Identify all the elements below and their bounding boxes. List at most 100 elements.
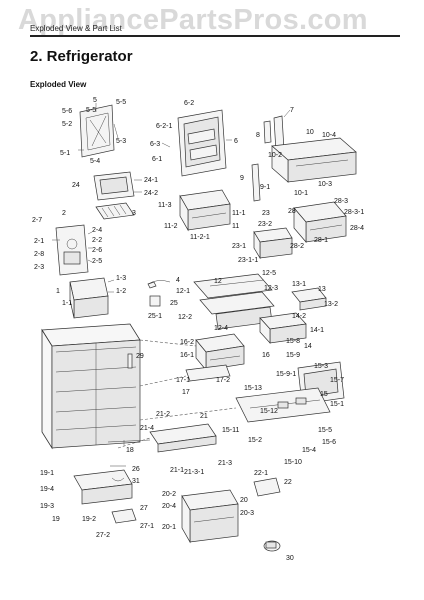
callout: 14-1 xyxy=(310,327,324,334)
callout: 15-9-1 xyxy=(276,371,296,378)
callout: 2-2 xyxy=(92,237,102,244)
cabinet xyxy=(41,323,141,450)
callout: 23-1-1 xyxy=(238,257,258,264)
callout: 10-4 xyxy=(322,132,336,139)
callout: 9-1 xyxy=(260,184,270,191)
callout: 6-3 xyxy=(150,141,160,148)
part-19-cover xyxy=(73,469,133,505)
callout: 13-2 xyxy=(324,301,338,308)
callout: 15-3 xyxy=(314,363,328,370)
part-21-cover xyxy=(149,423,217,453)
callout: 2-8 xyxy=(34,251,44,258)
callout: 23 xyxy=(262,210,270,217)
callout: 15-2 xyxy=(248,437,262,444)
part-3-grille xyxy=(95,202,135,220)
callout: 24 xyxy=(72,182,80,189)
callout: 30 xyxy=(286,555,294,562)
section-subtitle: Exploded View xyxy=(30,80,87,89)
part-25-bracket xyxy=(149,295,161,307)
callout: 13-1 xyxy=(292,281,306,288)
callout: 15-5 xyxy=(318,427,332,434)
header-divider xyxy=(30,35,400,37)
callout: 9 xyxy=(240,175,244,182)
callout: 15-10 xyxy=(284,459,302,466)
callout: 1-1 xyxy=(62,300,72,307)
part-6-frame xyxy=(161,109,232,177)
part-28-drawer xyxy=(293,201,347,243)
callout: 5-5 xyxy=(116,99,126,106)
callout: 7 xyxy=(290,107,294,114)
part-30-foot xyxy=(263,540,281,552)
callout: 11-1 xyxy=(232,210,246,217)
callout: 28 xyxy=(288,208,296,215)
part-22-bracket xyxy=(253,477,281,497)
part-12-shelf xyxy=(193,273,275,330)
callout: 20-1 xyxy=(162,524,176,531)
callout: 17-2 xyxy=(216,377,230,384)
callout: 5-3 xyxy=(116,138,126,145)
callout: 20-3 xyxy=(240,510,254,517)
callout: 20-4 xyxy=(162,503,176,510)
callout: 28-3 xyxy=(334,198,348,205)
callout: 2-4 xyxy=(92,227,102,234)
part-13-shelf xyxy=(291,287,327,311)
callout: 16-2 xyxy=(180,339,194,346)
callout: 11-2-1 xyxy=(190,234,210,241)
part-10-bin xyxy=(271,137,357,183)
callout: 2-3 xyxy=(34,264,44,271)
callout: 5-6 xyxy=(62,108,72,115)
part-16-drawer xyxy=(195,333,245,371)
callout: 12 xyxy=(214,278,222,285)
callout: 22 xyxy=(284,479,292,486)
callout: 21-1 xyxy=(170,467,184,474)
callout: 3 xyxy=(132,210,136,217)
callout: 5-1 xyxy=(60,150,70,157)
part-20-drawer xyxy=(181,489,239,544)
callout: 1-3 xyxy=(116,275,126,282)
watermark-logo: AppliancePartsPros.com xyxy=(18,4,368,36)
callout: 19-1 xyxy=(40,470,54,477)
callout: 23-1 xyxy=(232,243,246,250)
part-15-assembly xyxy=(235,361,345,423)
callout: 25 xyxy=(170,300,178,307)
callout: 22-1 xyxy=(254,470,268,477)
callout: 8 xyxy=(256,132,260,139)
callout: 12-1 xyxy=(176,288,190,295)
part-24-tray xyxy=(93,171,142,201)
callout: 15 xyxy=(320,391,328,398)
assembly-guides xyxy=(117,339,237,449)
callout: 27-2 xyxy=(96,532,110,539)
part-14-bin xyxy=(259,312,307,344)
callout: 19-2 xyxy=(82,516,96,523)
callout: 19-4 xyxy=(40,486,54,493)
callout: 16-1 xyxy=(180,352,194,359)
callout: 12-5 xyxy=(262,270,276,277)
part-4-clip xyxy=(147,280,171,289)
callout: 18 xyxy=(126,447,134,454)
callout: 19 xyxy=(52,516,60,523)
callout: 15-1 xyxy=(330,401,344,408)
callout: 6-2-1 xyxy=(156,123,172,130)
callout: 13 xyxy=(318,286,326,293)
callout: 10-1 xyxy=(294,190,308,197)
callout: 2-7 xyxy=(32,217,42,224)
part-2-icemaker xyxy=(52,224,93,276)
callout: 21 xyxy=(200,413,208,420)
callout: 29 xyxy=(136,353,144,360)
callout-labels: 5 5-5 5-5 5-6 5-2 5-3 5-1 5-4 6-2 6-2-1 … xyxy=(32,97,364,562)
callout: 28-3-1 xyxy=(344,209,364,216)
part-27-plate xyxy=(111,508,137,524)
callout: 11-3 xyxy=(158,202,172,209)
callout: 15-9 xyxy=(286,352,300,359)
part-29-strip xyxy=(127,353,133,369)
part-11-drawer xyxy=(179,189,231,232)
callout: 1 xyxy=(56,288,60,295)
callout: 2-1 xyxy=(34,238,44,245)
callout: 27 xyxy=(140,505,148,512)
callout: 21-3-1 xyxy=(184,469,204,476)
callout: 24-2 xyxy=(144,190,158,197)
callout: 14 xyxy=(304,343,312,350)
callout: 10 xyxy=(306,129,314,136)
callout: 15-12 xyxy=(260,408,278,415)
